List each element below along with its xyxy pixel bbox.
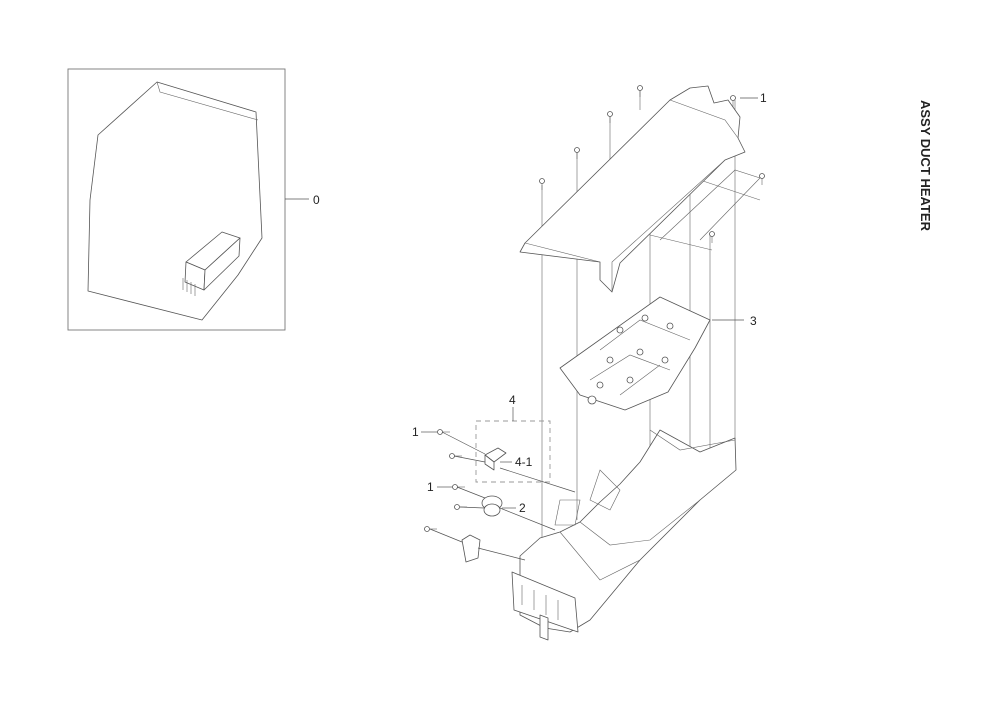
screws xyxy=(424,85,765,532)
assembly-cover xyxy=(87,81,263,321)
inset-frame xyxy=(67,68,286,331)
connector-block xyxy=(461,534,481,563)
assembly-heater-module xyxy=(182,231,241,296)
screw xyxy=(637,85,643,97)
callout-2: 2 xyxy=(519,501,526,515)
callout-0: 0 xyxy=(313,193,320,207)
callout-4: 4 xyxy=(509,393,516,407)
heater-plate xyxy=(559,296,711,411)
front-bracket xyxy=(511,571,579,641)
screw xyxy=(730,95,736,107)
leader-lines xyxy=(421,97,758,561)
screw xyxy=(437,429,450,435)
diagram-title: ASSY DUCT HEATER xyxy=(918,100,933,232)
screw xyxy=(607,111,613,123)
callout-1-top: 1 xyxy=(760,91,767,105)
callout-1-left-a: 1 xyxy=(412,425,419,439)
assembly-inset: 0 xyxy=(67,68,320,331)
callout-1-left-b: 1 xyxy=(427,480,434,494)
screw xyxy=(424,526,437,532)
screw xyxy=(759,173,765,185)
duct-cover xyxy=(519,85,761,293)
duct-housing xyxy=(519,429,737,633)
thermostat-part-2 xyxy=(481,495,503,517)
screw xyxy=(574,147,580,159)
part-4-group-box xyxy=(475,420,551,483)
screw xyxy=(709,231,715,243)
callout-4-1: 4-1 xyxy=(515,455,533,469)
screw xyxy=(539,178,545,190)
screw xyxy=(452,484,465,490)
callout-3: 3 xyxy=(750,314,757,328)
thermostat-part-4-1 xyxy=(484,447,507,471)
